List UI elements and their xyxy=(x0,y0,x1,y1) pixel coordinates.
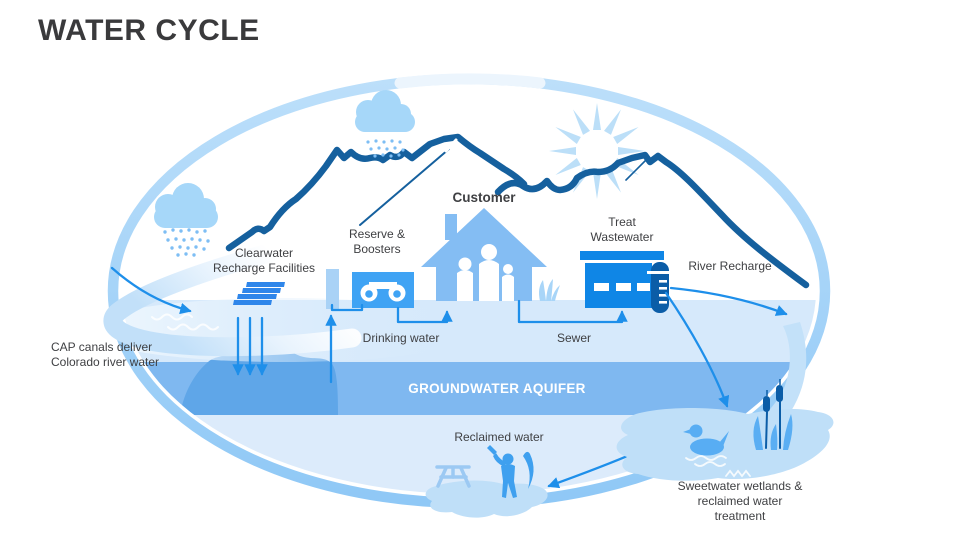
ring-river-strip xyxy=(747,322,807,441)
cloud-rain-icon-top xyxy=(355,90,415,158)
duck-icon xyxy=(683,424,729,456)
rain-icon xyxy=(366,139,405,158)
well-pump-pipe xyxy=(330,303,364,312)
cloud-rain-icon-left xyxy=(154,183,218,257)
picnic-table-icon xyxy=(435,465,471,488)
well-icon xyxy=(326,269,339,309)
sewer-pipe xyxy=(517,299,628,324)
mountains-icon xyxy=(225,133,810,289)
rain-icon xyxy=(163,228,210,257)
golfer-icon xyxy=(487,445,534,498)
underwater-mound xyxy=(180,345,338,415)
label-drinking-water: Drinking water xyxy=(362,331,440,345)
label-treat-wastewater: Treat Wastewater xyxy=(590,215,654,244)
label-reclaimed-water: Reclaimed water xyxy=(454,430,544,444)
pond-waves-icon xyxy=(685,455,751,478)
test-tube-icon xyxy=(647,262,673,313)
recharge-basins-icon xyxy=(233,282,285,305)
wetland-arrow xyxy=(664,291,730,408)
grass-icon xyxy=(539,279,560,301)
drinking-water-pipe xyxy=(396,306,453,324)
river-recharge-arrow xyxy=(669,286,788,316)
sun-icon xyxy=(549,103,645,199)
pump-station-icon xyxy=(352,272,414,308)
wetland-pond xyxy=(616,379,834,481)
cap-canal xyxy=(103,242,362,357)
canal-flow-arrow xyxy=(110,266,192,315)
label-groundwater-aquifer: GROUNDWATER AQUIFER xyxy=(408,381,586,396)
label-reserve-boosters: Reserve & Boosters xyxy=(348,227,406,256)
label-river-recharge: River Recharge xyxy=(688,259,772,273)
house-family-icon xyxy=(421,208,547,301)
canal-waves-icon xyxy=(151,313,219,331)
label-sewer: Sewer xyxy=(556,331,592,345)
page-title: WATER CYCLE xyxy=(38,14,260,47)
label-sweetwater-wetlands: Sweetwater wetlands & reclaimed water tr… xyxy=(677,479,803,523)
label-customer: Customer xyxy=(452,190,516,205)
cattails-icon xyxy=(753,379,793,450)
label-cap-canals: CAP canals deliver Colorado river water xyxy=(51,340,160,369)
label-clearwater-recharge-facilities: Clearwater Recharge Facilities xyxy=(212,246,316,275)
treatment-plant-icon xyxy=(580,251,664,308)
family-icon xyxy=(457,244,514,301)
reclaimed-pond xyxy=(425,445,548,518)
